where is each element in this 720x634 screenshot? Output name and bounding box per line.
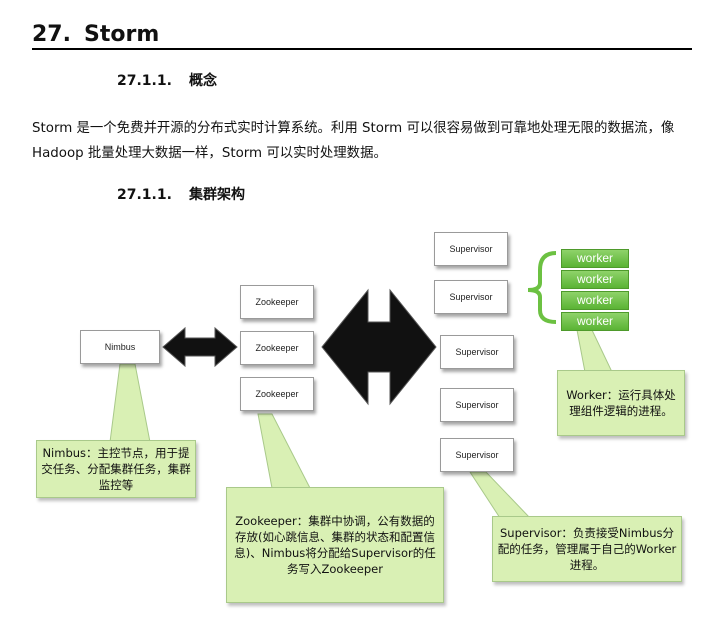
supervisor-callout: Supervisor：负责接受Nimbus分配的任务，管理属于自己的Worker… xyxy=(492,516,682,582)
chapter-title: Storm xyxy=(84,22,160,47)
heading-rule xyxy=(32,48,692,50)
chapter-number: 27. xyxy=(32,22,71,47)
nimbus-callout: Nimbus：主控节点，用于提交任务、分配集群任务，集群监控等 xyxy=(36,440,196,498)
section-number: 27.1.1. xyxy=(117,73,172,89)
supervisor-node: Supervisor xyxy=(440,438,514,472)
zookeeper-callout-pointer xyxy=(257,413,311,489)
chapter-heading: 27. Storm xyxy=(32,22,159,47)
section-heading-architecture: 27.1.1. 集群架构 xyxy=(117,184,245,204)
section-number: 27.1.1. xyxy=(117,187,172,203)
worker-block: worker xyxy=(561,270,629,289)
zookeeper-node: Zookeeper xyxy=(240,285,314,319)
worker-callout-pointer xyxy=(576,329,613,373)
section-title: 概念 xyxy=(189,73,217,89)
supervisor-node: Supervisor xyxy=(440,388,514,422)
nimbus-node: Nimbus xyxy=(80,330,160,364)
worker-callout: Worker：运行具体处理组件逻辑的进程。 xyxy=(557,370,685,436)
worker-block: worker xyxy=(561,291,629,310)
nimbus-zookeeper-arrow xyxy=(162,326,238,368)
intro-paragraph: Storm 是一个免费并开源的分布式实时计算系统。利用 Storm 可以很容易做… xyxy=(32,121,675,161)
zookeeper-node: Zookeeper xyxy=(240,377,314,411)
supervisor-node: Supervisor xyxy=(440,335,514,369)
zookeeper-supervisor-arrow xyxy=(321,288,437,406)
supervisor-node: Supervisor xyxy=(434,232,508,266)
zookeeper-node: Zookeeper xyxy=(240,331,314,365)
zookeeper-callout: Zookeeper：集群中协调，公有数据的存放(如心跳信息、集群的状态和配置信息… xyxy=(226,487,444,603)
section-title: 集群架构 xyxy=(189,187,245,203)
nimbus-callout-pointer xyxy=(109,363,151,443)
worker-brace xyxy=(527,251,557,324)
worker-block: worker xyxy=(561,249,629,268)
supervisor-node: Supervisor xyxy=(434,280,508,314)
worker-block: worker xyxy=(561,312,629,331)
supervisor-callout-pointer xyxy=(469,471,532,519)
section-heading-concept: 27.1.1. 概念 xyxy=(117,70,217,90)
